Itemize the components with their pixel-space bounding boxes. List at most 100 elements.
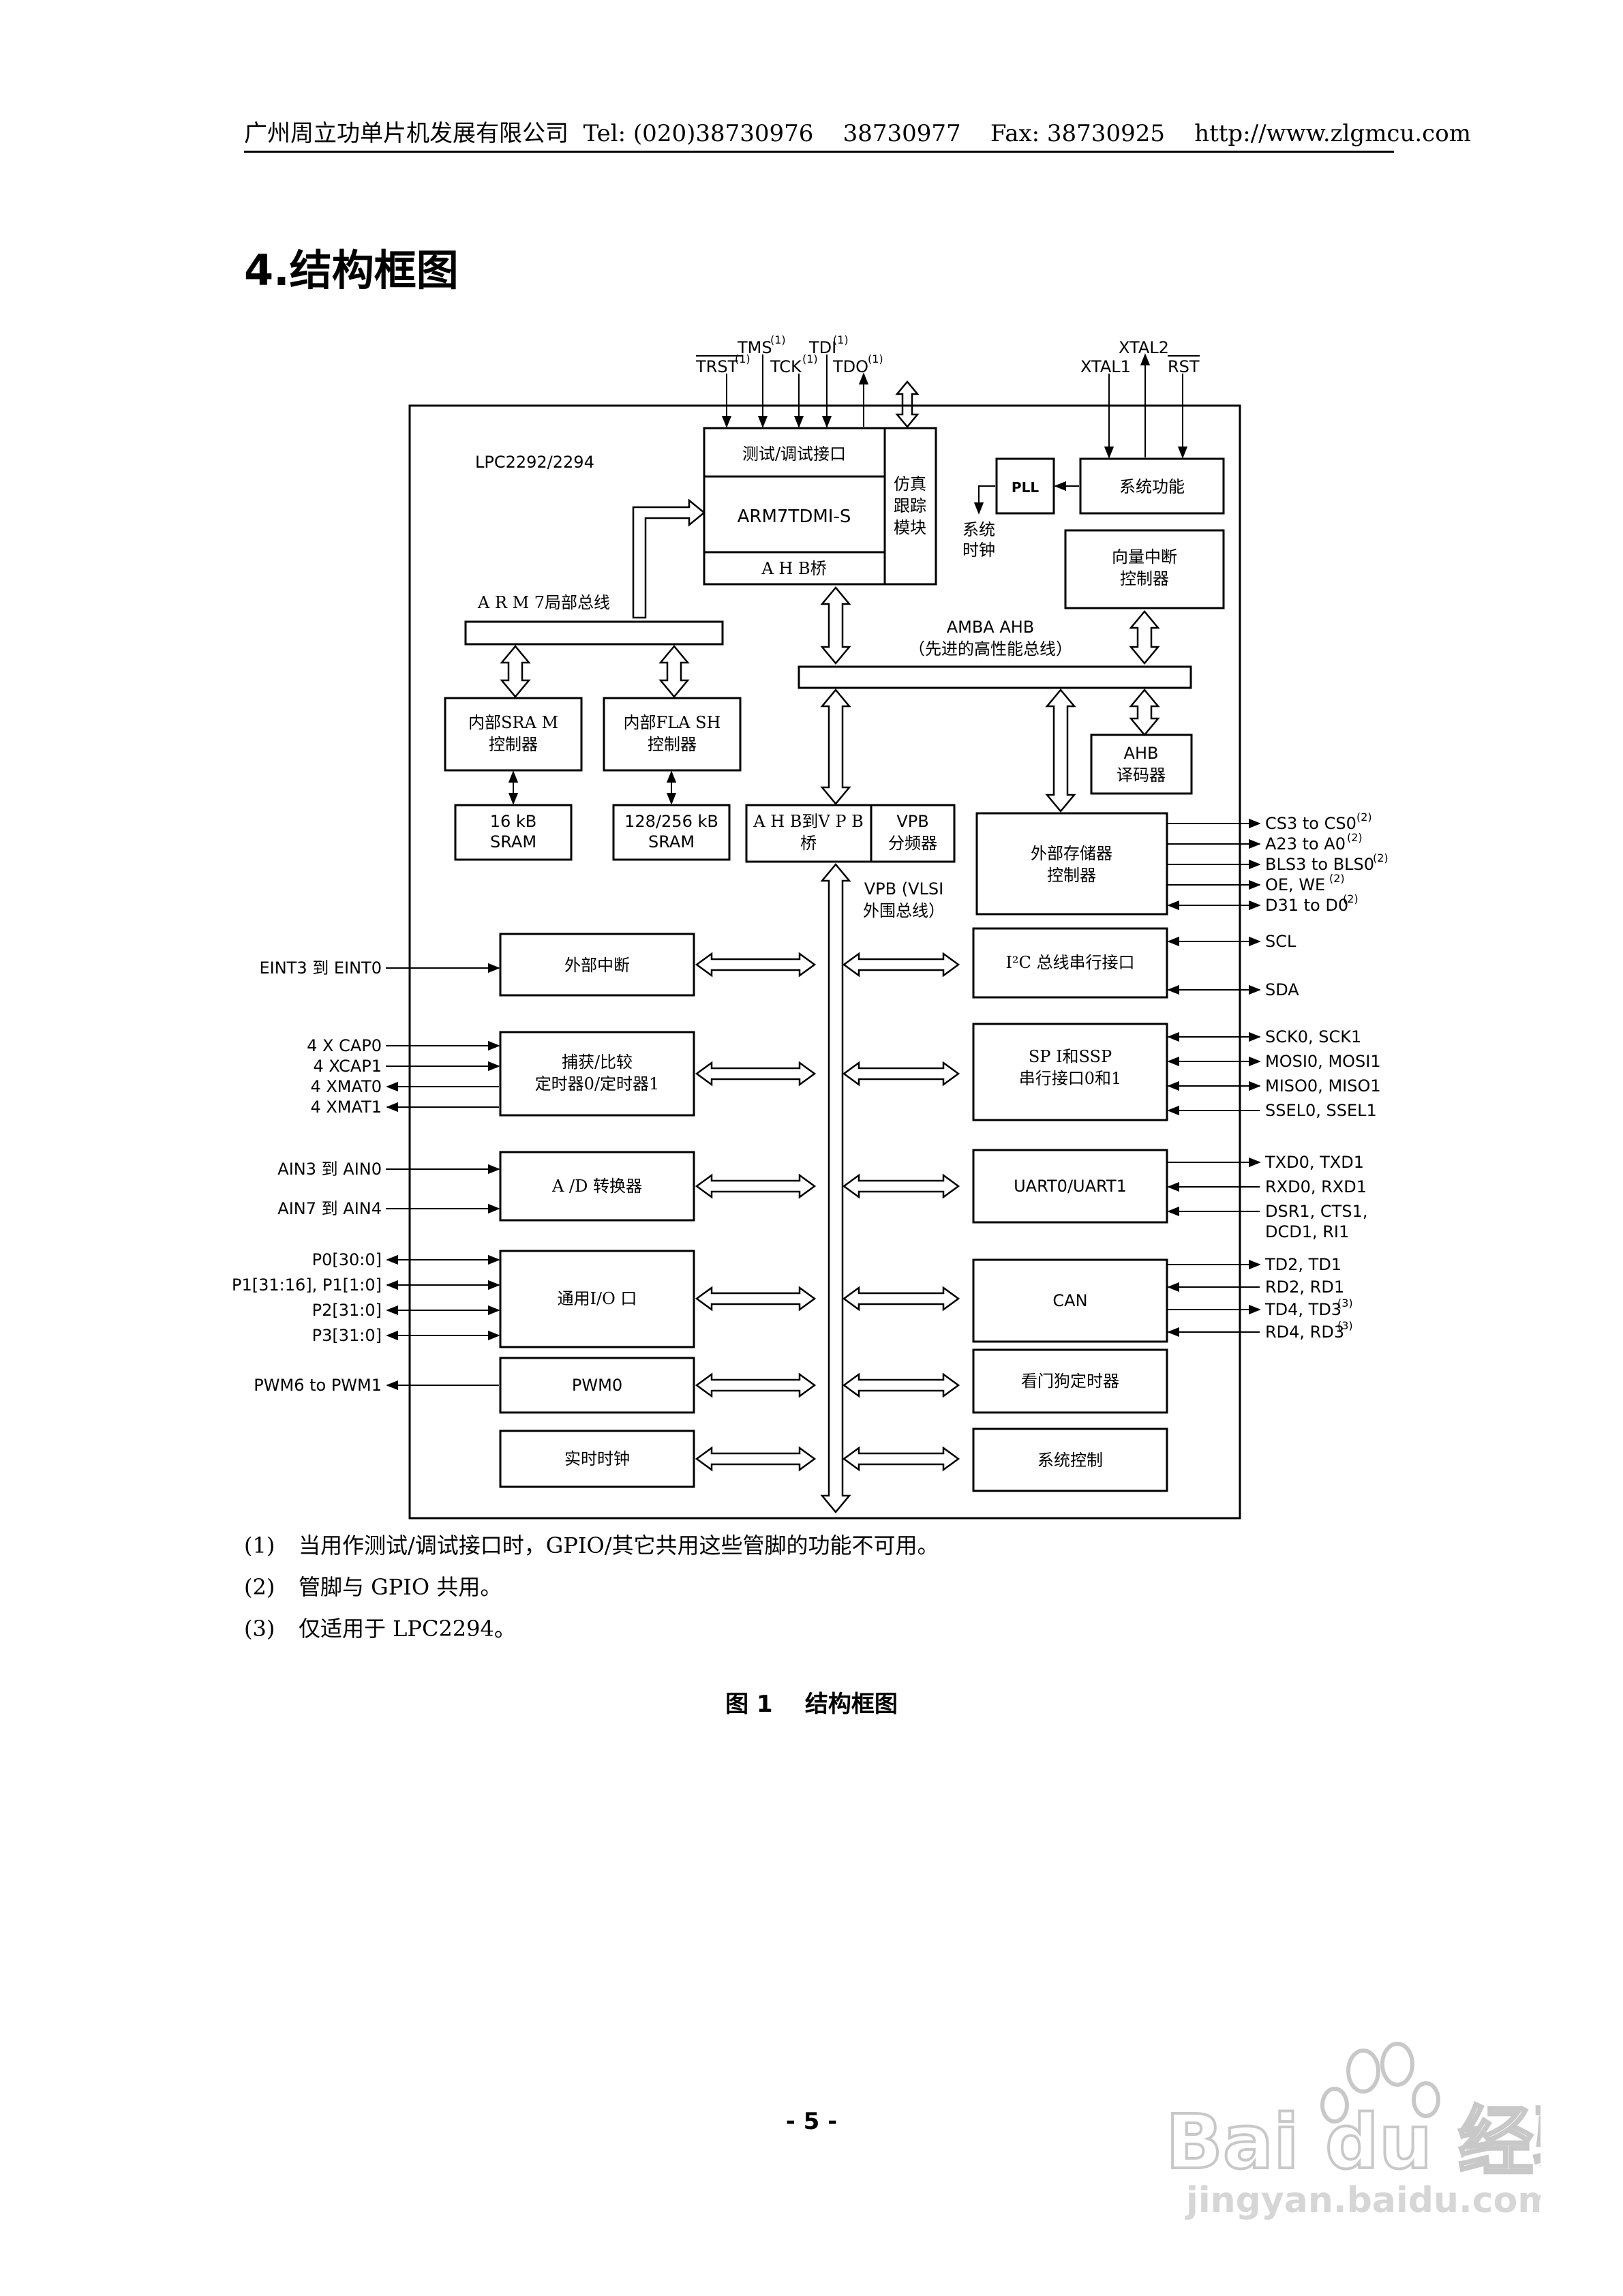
flash-label-2: SRAM <box>648 832 695 851</box>
sig-cs: CS3 to CS0 <box>1265 814 1356 833</box>
sram-box <box>454 804 573 861</box>
header-fax: Fax: 38730925 <box>990 120 1165 147</box>
sram-label-2: SRAM <box>490 832 536 851</box>
rtc-label: 实时时钟 <box>564 1449 630 1468</box>
chip-name: LPC2292/2294 <box>475 453 594 472</box>
sig-miso: MISO0, MISO1 <box>1265 1076 1381 1096</box>
sram-ctrl-box <box>444 697 583 772</box>
arrow-ahbbridge-amba <box>820 586 851 665</box>
note-text: 管脚与 GPIO 共用。 <box>299 1574 502 1600</box>
uart-box <box>972 1149 1168 1224</box>
chip-outline <box>408 404 1241 1520</box>
arrow-amba-extmem <box>1045 689 1076 813</box>
pin-tdo-label: TDO <box>832 357 868 376</box>
emu-trace-label-2: 跟踪 <box>894 496 926 515</box>
arrow-arm-arm7bus <box>632 498 706 619</box>
pwm-label: PWM0 <box>572 1376 622 1395</box>
figure-caption: 图 1 结构框图 <box>725 1691 898 1718</box>
sup: (2) <box>1373 851 1389 864</box>
sig-eint: EINT3 到 EINT0 <box>259 958 382 978</box>
ahb-decoder-box <box>1090 734 1193 795</box>
sys-clock-label-1: 系统 <box>962 520 995 539</box>
system-func-box <box>1079 457 1225 515</box>
vic-label-2: 控制器 <box>1120 569 1169 588</box>
sys-ctrl-label: 系统控制 <box>1037 1451 1103 1470</box>
sig-td12: TD2, TD1 <box>1264 1255 1341 1274</box>
adc-box <box>499 1151 695 1222</box>
rtc-box <box>499 1430 695 1488</box>
sram-ctrl-label-2: 控制器 <box>489 735 538 754</box>
spi-box <box>972 1023 1168 1121</box>
note-num: (2) <box>244 1574 275 1600</box>
capture-label-1: 捕获/比较 <box>562 1053 633 1072</box>
sup: (1) <box>735 352 750 365</box>
sig-scl: SCL <box>1265 932 1296 951</box>
pll-label: PLL <box>1012 479 1039 496</box>
vpb-connectors <box>695 952 960 1472</box>
vic-box <box>1064 529 1225 609</box>
pll-box <box>995 457 1055 515</box>
sup: (2) <box>1329 872 1345 885</box>
pin-tck-label: TCK <box>770 357 802 376</box>
sup: (2) <box>1356 811 1372 824</box>
ahb-vpb-label-1: A H B到V P B <box>753 812 864 831</box>
watchdog-box <box>972 1348 1168 1414</box>
header-rule <box>244 151 1394 153</box>
arm7-bus-bar <box>464 620 724 646</box>
sig-rxd: RXD0, RXD1 <box>1265 1177 1367 1196</box>
sig-mosi: MOSI0, MOSI1 <box>1265 1052 1381 1071</box>
sig-mat1: 4 XMAT1 <box>310 1098 382 1117</box>
note-num: (3) <box>244 1616 275 1642</box>
ext-mem-label-2: 控制器 <box>1047 866 1096 885</box>
sig-dsr: DSR1, CTS1, <box>1265 1202 1367 1221</box>
sup: (2) <box>1343 892 1359 905</box>
sup: (2) <box>1347 831 1363 844</box>
sram-ctrl-label-1: 内部SRA M <box>468 713 558 732</box>
sig-pwm: PWM6 to PWM1 <box>254 1376 382 1395</box>
sig-p1: P1[31:16], P1[1:0] <box>232 1275 382 1295</box>
sig-ain-b: AIN7 到 AIN4 <box>277 1199 382 1218</box>
can-box <box>972 1258 1168 1343</box>
emu-trace-label-3: 模块 <box>894 518 926 537</box>
note-2: (2) 管脚与 GPIO 共用。 <box>244 1570 502 1601</box>
sig-rd34: RD4, RD3 <box>1265 1323 1344 1342</box>
flash-box <box>612 804 731 861</box>
sup: (3) <box>1337 1319 1353 1332</box>
vpb-div-box <box>870 804 956 863</box>
sys-clock-label-2: 时钟 <box>962 541 995 560</box>
arrow-amba-decoder <box>1129 689 1160 736</box>
header-company: 广州周立功单片机发展有限公司 <box>244 120 568 147</box>
spi-label-1: SP I和SSP <box>1029 1047 1112 1066</box>
sup: (3) <box>1337 1297 1353 1310</box>
vpb-bus-label-2: 外围总线） <box>863 901 945 920</box>
sig-sda: SDA <box>1265 980 1299 999</box>
arm7-bus-label: A R M 7局部总线 <box>477 593 610 612</box>
pll-to-sysclock <box>973 485 995 515</box>
sig-mat0: 4 XMAT0 <box>310 1077 382 1096</box>
amba-label-1: AMBA AHB <box>947 618 1035 637</box>
flash-ctrl-box <box>603 697 742 772</box>
amba-ahb-bar <box>798 665 1192 689</box>
page-header: 广州周立功单片机发展有限公司 Tel: (020)38730976 387309… <box>244 115 1471 148</box>
capture-box <box>499 1031 695 1117</box>
sig-bls: BLS3 to BLS0 <box>1265 855 1374 874</box>
note-text: 当用作测试/调试接口时，GPIO/其它共用这些管脚的功能不可用。 <box>299 1532 939 1558</box>
sup: (1) <box>833 333 849 346</box>
vpb-div-label-1: VPB <box>896 812 928 831</box>
section-title: 4.结构框图 <box>244 245 459 295</box>
ext-mem-box <box>975 812 1168 916</box>
arrow-jtag-emu <box>895 380 920 428</box>
watermark-logo: Bai du 经验 <box>1166 2098 1541 2186</box>
vpb-bus <box>820 863 851 1513</box>
sig-p0: P0[30:0] <box>312 1250 382 1269</box>
capture-label-2: 定时器0/定时器1 <box>535 1074 660 1093</box>
note-text: 仅适用于 LPC2294。 <box>299 1616 516 1642</box>
page-number: - 5 - <box>785 2108 838 2135</box>
watermark-url: jingyan.baidu.com <box>1185 2180 1541 2221</box>
sig-dcd: DCD1, RI1 <box>1265 1222 1349 1241</box>
sig-txd: TXD0, TXD1 <box>1264 1153 1364 1172</box>
amba-label-2: （先进的高性能总线） <box>909 639 1072 659</box>
system-func-label: 系统功能 <box>1119 477 1185 496</box>
baidu-watermark: Bai du 经验 jingyan.baidu.com <box>1164 2042 1541 2221</box>
sig-p3: P3[31:0] <box>312 1326 382 1345</box>
